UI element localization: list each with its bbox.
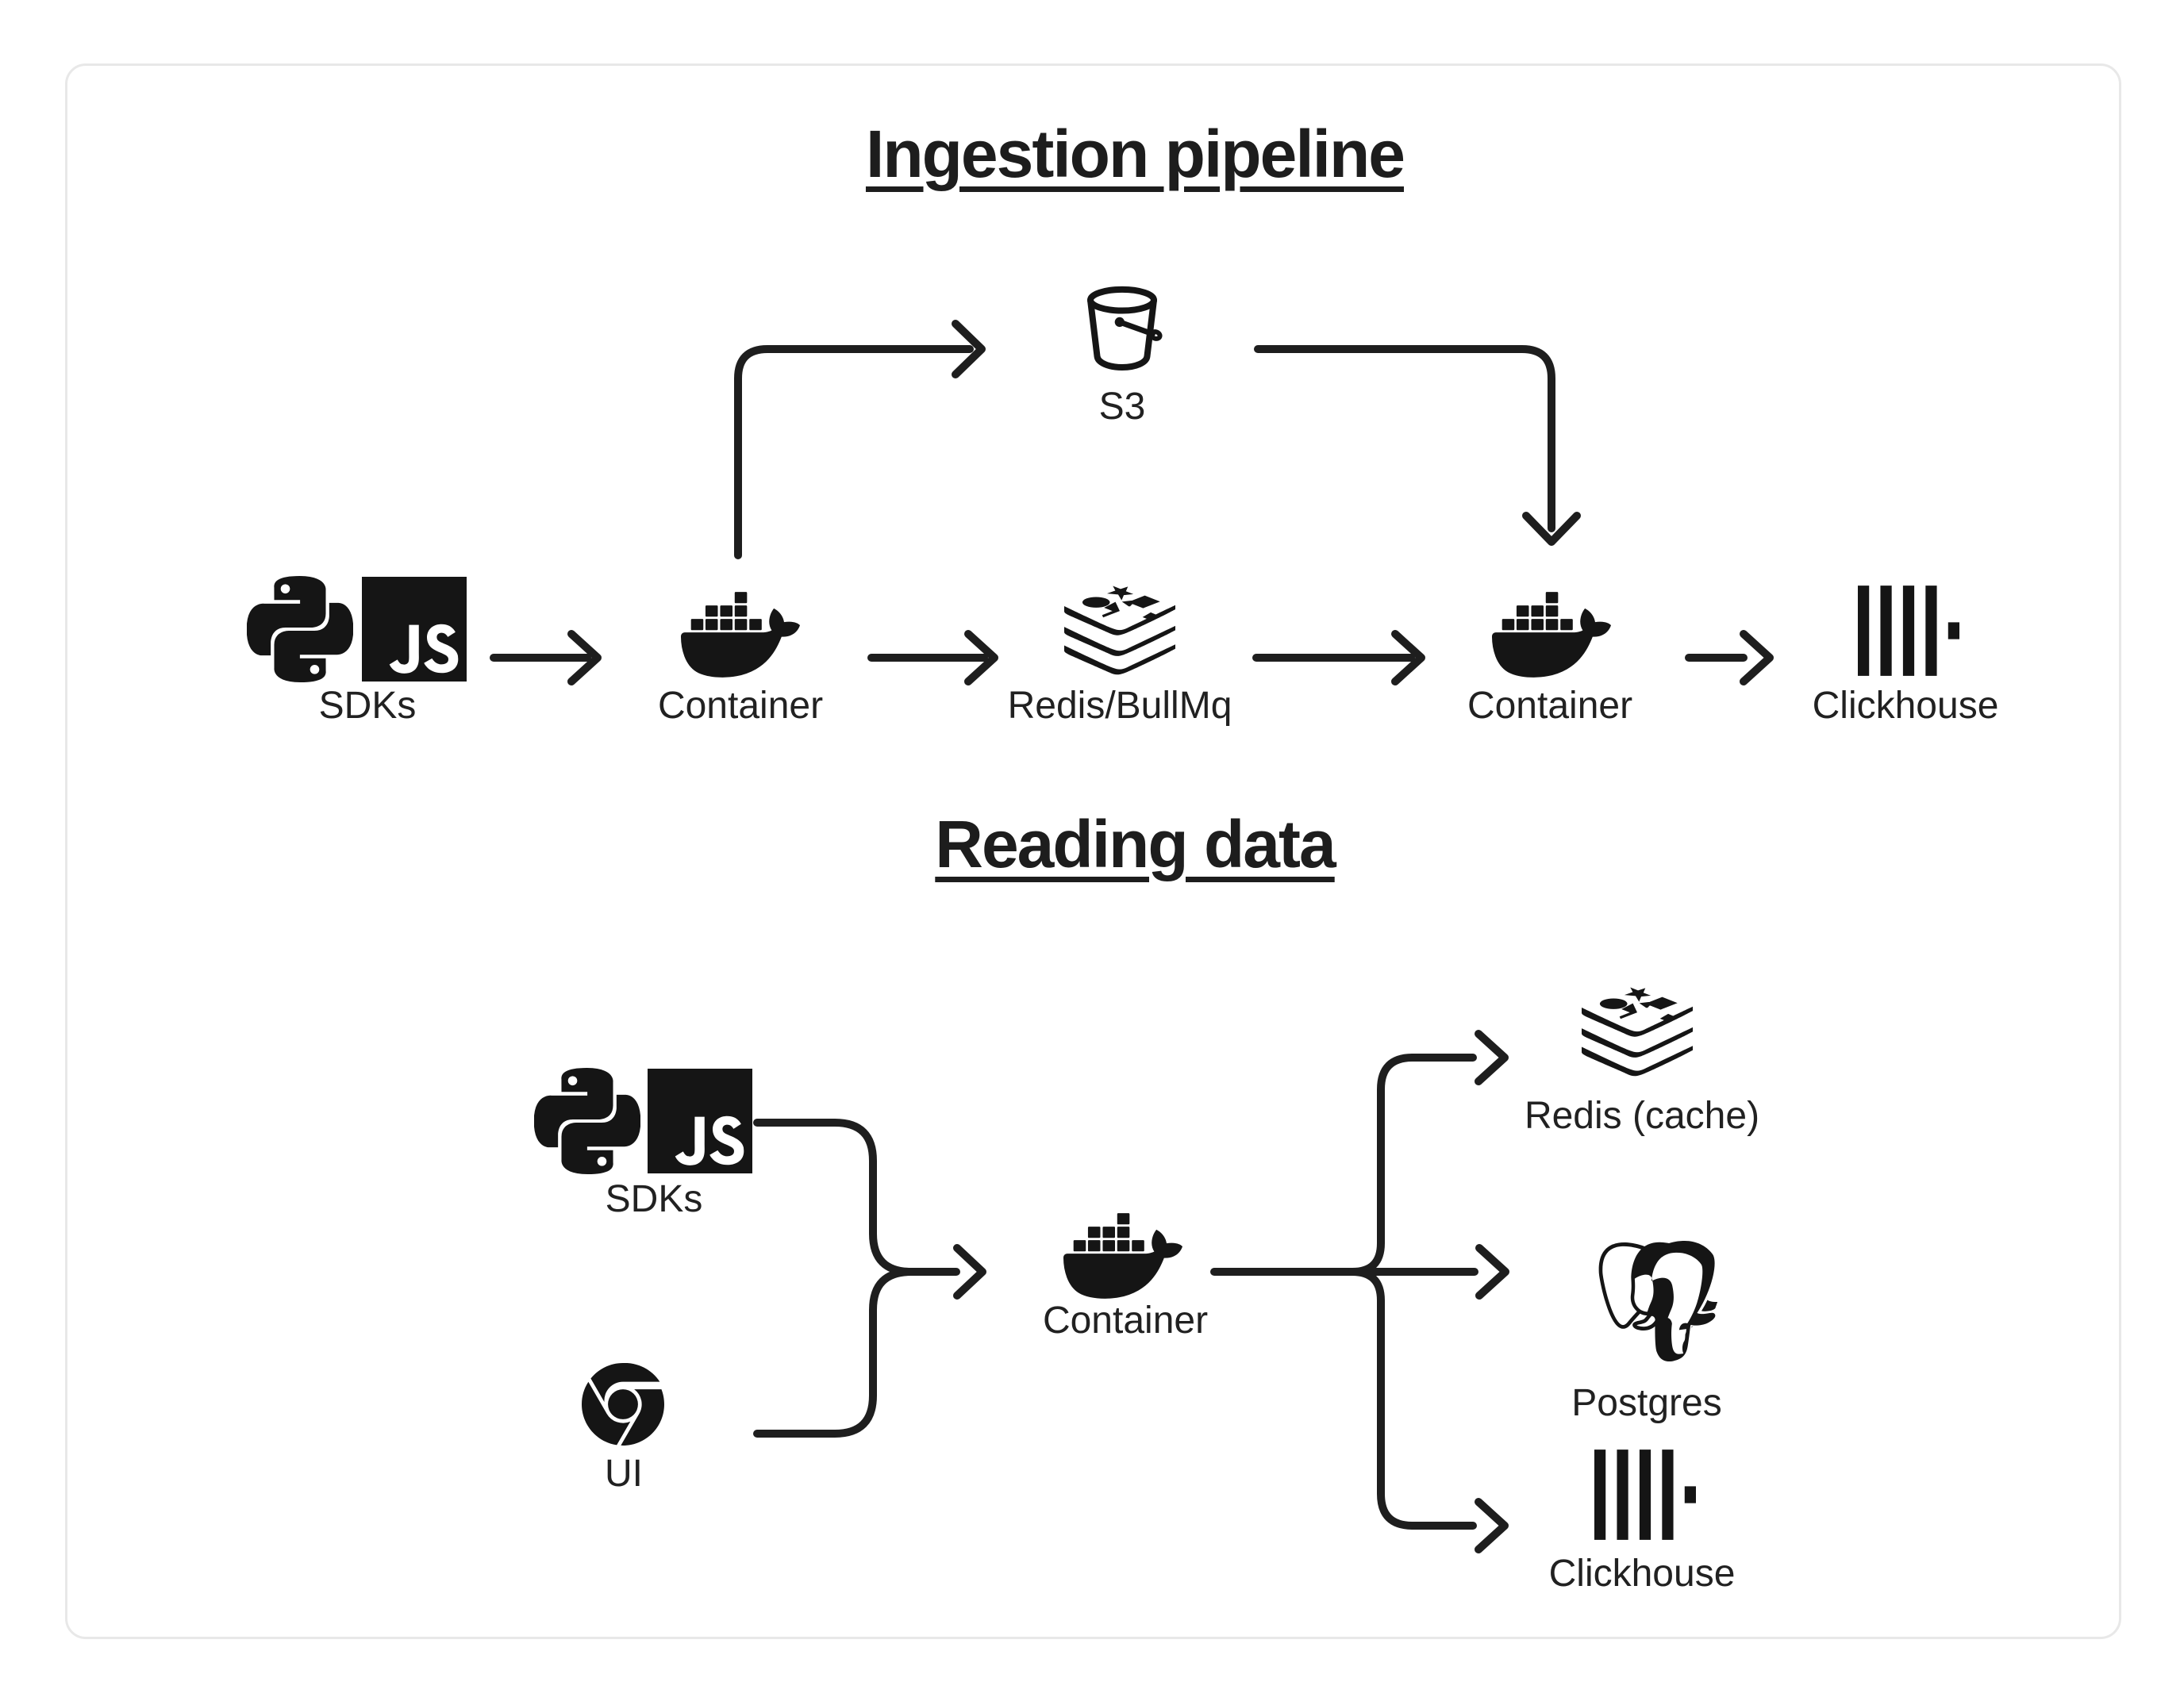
python-icon	[534, 1068, 640, 1174]
node-label-clickhouse-ingestion: Clickhouse	[1812, 685, 1999, 727]
redis-icon	[1064, 574, 1175, 685]
node-label-postgres: Postgres	[1571, 1382, 1722, 1424]
section-title-ingestion: Ingestion pipeline	[865, 117, 1405, 191]
section-title-reading: Reading data	[935, 807, 1336, 881]
node-label-ui: UI	[605, 1453, 643, 1495]
node-label-container-reading: Container	[1042, 1300, 1209, 1342]
node-label-container-worker: Container	[1467, 685, 1633, 727]
s3-bucket-icon	[1071, 278, 1173, 380]
postgresql-icon	[1597, 1241, 1717, 1361]
javascript-icon	[648, 1069, 752, 1173]
javascript-icon	[362, 577, 467, 682]
node-label-redis-cache: Redis (cache)	[1524, 1095, 1760, 1137]
node-label-container-ingest: Container	[657, 685, 824, 727]
clickhouse-icon	[1858, 580, 1959, 682]
python-icon	[247, 576, 353, 682]
clickhouse-icon	[1594, 1444, 1696, 1545]
docker-icon	[681, 575, 800, 694]
node-label-sdks-ingestion: SDKs	[318, 685, 417, 727]
node-label-s3: S3	[1098, 386, 1146, 428]
node-label-sdks-reading: SDKs	[605, 1178, 703, 1220]
docker-icon	[1492, 575, 1611, 694]
chrome-icon	[582, 1363, 664, 1446]
node-label-queue: Redis/BullMq	[1007, 685, 1232, 727]
docker-icon	[1063, 1196, 1182, 1315]
redis-icon	[1582, 975, 1693, 1086]
node-label-clickhouse-reading: Clickhouse	[1548, 1553, 1736, 1595]
